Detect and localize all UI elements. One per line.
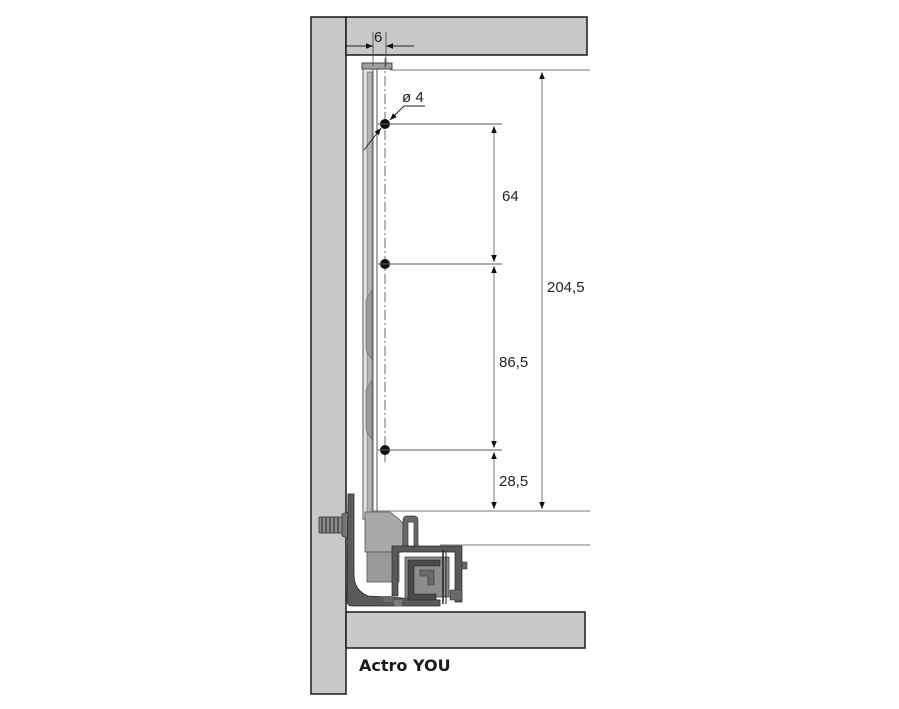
dimension-side-offset: 6	[345, 29, 414, 66]
product-title: Actro YOU	[359, 656, 451, 675]
dimension-total-height: 204,5	[539, 72, 585, 509]
dimension-chain-inner: 64 86,5 28,5	[491, 126, 528, 509]
total-height-label: 204,5	[547, 279, 585, 296]
side-offset-label: 6	[374, 29, 382, 46]
mounting-screw	[318, 511, 349, 539]
hole-bottom-offset-label: 28,5	[499, 473, 528, 490]
drawer-bottom-panel	[345, 611, 586, 649]
runner-mechanism	[346, 493, 468, 607]
dimension-hole-diameter: ø 4	[363, 89, 425, 151]
drawer-side-profile	[361, 62, 393, 520]
hole-spacing-top-label: 64	[502, 188, 519, 205]
hole-diameter-label: ø 4	[402, 89, 424, 106]
cabinet-side-panel	[310, 16, 347, 695]
hole-spacing-mid-label: 86,5	[499, 354, 528, 371]
